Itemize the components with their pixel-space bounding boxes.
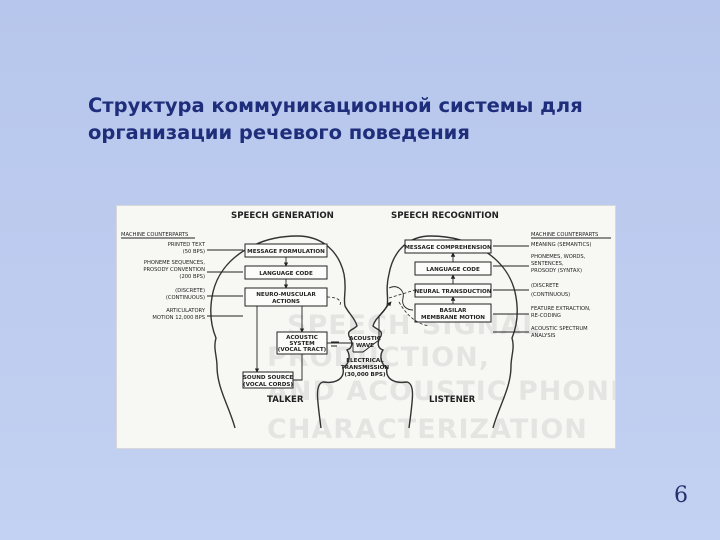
label-phoneme-sequences: PHONEME SEQUENCES,: [144, 260, 205, 266]
box-sound-source-label-2: (VOCAL CORDS): [243, 382, 293, 388]
slide-title: Структура коммуникационной системы для о…: [88, 92, 668, 146]
heading-speech-recognition: SPEECH RECOGNITION: [391, 211, 499, 221]
center-wave: WAVE: [356, 343, 374, 349]
box-neural-transduction-label: NEURAL TRANSDUCTION: [415, 289, 492, 295]
box-sound-source-label-1: SOUND SOURCE: [243, 375, 293, 381]
label-phonemes-words: PHONEMES, WORDS,: [531, 254, 586, 260]
speech-chain-diagram: SPEECH SIGNAL PRODUCTION, AND ACOUSTIC P…: [116, 205, 616, 449]
ghost-line-1: SPEECH SIGNAL: [287, 310, 540, 341]
diagram-svg: SPEECH SIGNAL PRODUCTION, AND ACOUSTIC P…: [121, 211, 615, 445]
box-language-code-right-label: LANGUAGE CODE: [426, 267, 480, 273]
label-recoding: RE-CODING: [531, 313, 561, 319]
box-message-comprehension-label: MESSAGE COMPREHENSION: [404, 245, 492, 251]
label-talker: TALKER: [267, 395, 304, 405]
box-language-code-left-label: LANGUAGE CODE: [259, 271, 313, 277]
title-line-2: организации речевого поведения: [88, 121, 470, 144]
machine-counterparts-right: MACHINE COUNTERPARTS: [531, 232, 598, 238]
label-acoustic-spectrum: ACOUSTIC SPECTRUM: [531, 326, 588, 332]
label-prosody-syntax: PROSODY (SYNTAX): [531, 268, 582, 274]
center-30000-bps: (30,000 BPS): [344, 372, 385, 378]
label-analysis: ANALYSIS: [531, 333, 555, 339]
box-basilar-membrane-label-2: MEMBRANE MOTION: [421, 315, 485, 321]
label-listener: LISTENER: [429, 395, 476, 405]
label-printed-text: PRINTED TEXT: [168, 242, 206, 248]
listener-head: [372, 235, 518, 429]
label-discrete-left: (DISCRETE): [175, 288, 205, 294]
box-acoustic-system-label-3: (VOCAL TRACT): [278, 347, 327, 353]
center-transmission: TRANSMISSION: [341, 365, 389, 371]
ghost-line-3: AND ACOUSTIC PHONETIC: [267, 376, 615, 407]
box-message-comprehension: [404, 239, 492, 254]
label-sentences: SENTENCES,: [531, 261, 564, 267]
label-continuous-right: (CONTINUOUS): [531, 292, 570, 298]
box-basilar-membrane-label-1: BASILAR: [440, 308, 468, 314]
label-discrete-right: (DISCRETE: [531, 283, 559, 289]
label-articulatory: ARTICULATORY: [166, 308, 206, 314]
page-number: 6: [674, 483, 688, 508]
box-neuro-muscular-label-1: NEURO-MUSCULAR: [256, 292, 316, 298]
label-prosody-convention: PROSODY CONVENTION: [143, 267, 205, 273]
machine-counterparts-left: MACHINE COUNTERPARTS: [121, 232, 188, 238]
box-message-formulation-label: MESSAGE FORMULATION: [247, 249, 325, 255]
label-feature-extraction: FEATURE EXTRACTION,: [531, 306, 591, 312]
box-acoustic-system-label-1: ACOUSTIC: [286, 335, 318, 341]
heading-speech-generation: SPEECH GENERATION: [231, 211, 334, 221]
box-neuro-muscular-label-2: ACTIONS: [272, 299, 300, 305]
center-acoustic: ACOUSTIC: [349, 336, 381, 342]
label-200-bps: (200 BPS): [179, 274, 205, 280]
label-motion-bps: MOTION 12,000 BPS: [152, 315, 205, 321]
title-line-1: Структура коммуникационной системы для: [88, 94, 583, 117]
talker-head: [210, 235, 358, 429]
label-continuous-left: (CONTINUOUS): [166, 295, 205, 301]
ear-icon: [388, 286, 414, 311]
box-acoustic-system-label-2: SYSTEM: [289, 341, 315, 347]
center-electrical: ELECTRICAL: [346, 358, 384, 364]
label-50-bps: (50 BPS): [183, 249, 205, 255]
label-meaning: MEANING (SEMANTICS): [531, 242, 591, 248]
ghost-line-4: CHARACTERIZATION: [267, 414, 588, 445]
